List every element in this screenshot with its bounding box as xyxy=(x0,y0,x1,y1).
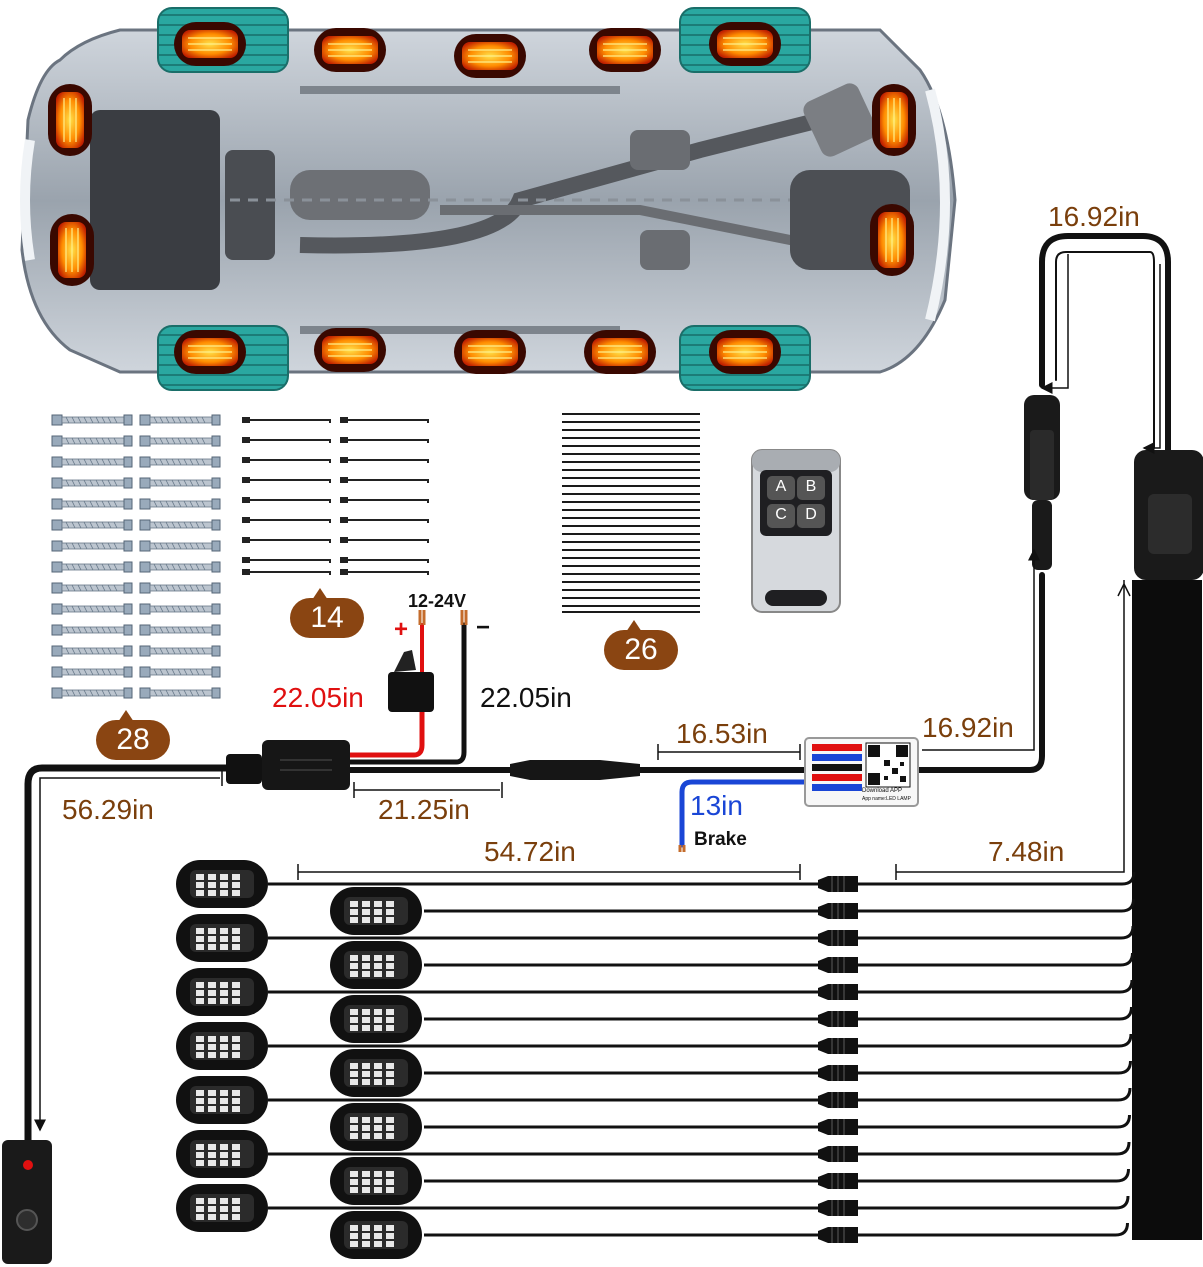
controller-app-name-text: App name:LED LAMP xyxy=(862,796,911,802)
controller-box xyxy=(804,737,919,807)
fuse-holder xyxy=(388,650,434,712)
drop-length-label: 7.48in xyxy=(988,836,1065,867)
car-underside xyxy=(20,7,957,391)
rock-light-pod xyxy=(330,1103,422,1151)
branch-plug xyxy=(817,929,859,947)
branch-cable xyxy=(424,898,1135,913)
branch-plug xyxy=(817,875,859,893)
branch-plug xyxy=(817,983,859,1001)
remote-button-c: C xyxy=(775,506,787,523)
branch-cable xyxy=(268,1141,1131,1156)
harness-length-label: 21.25in xyxy=(378,794,470,825)
branch-plug xyxy=(817,1145,859,1163)
rock-light-pod xyxy=(330,1049,422,1097)
branch-cable xyxy=(268,871,1136,886)
branch-wires xyxy=(268,871,1136,1244)
splitter-bundle xyxy=(1132,450,1203,1240)
rock-light-pod xyxy=(176,968,268,1016)
branch-cable xyxy=(424,1060,1132,1075)
branch-cable xyxy=(268,1033,1133,1048)
branch-cable xyxy=(424,1006,1133,1021)
top-loop-length-label: 16.92in xyxy=(1048,201,1140,232)
rock-light-pod xyxy=(176,1184,268,1232)
branch-cable xyxy=(268,925,1135,940)
rock-light-pod xyxy=(176,1076,268,1124)
dimension-lines xyxy=(34,254,1161,1132)
branch-plug xyxy=(817,1037,859,1055)
rock-light-pod xyxy=(330,941,422,989)
short-tie-count-badge: 14 xyxy=(290,588,364,638)
branch-plug xyxy=(817,956,859,974)
screw-set xyxy=(51,414,221,699)
light-pods xyxy=(176,860,422,1259)
voltage-label: 12-24V xyxy=(408,591,467,611)
branch-cable xyxy=(424,1168,1130,1183)
remote-control xyxy=(751,449,841,613)
rock-light-pod xyxy=(330,1211,422,1259)
rock-light-pod xyxy=(176,914,268,962)
long-cable-ties xyxy=(562,413,700,613)
branch-cable xyxy=(424,1222,1129,1237)
positive-wire-length-label: 22.05in xyxy=(272,682,364,713)
branch-length-label: 54.72in xyxy=(484,836,576,867)
branch-plug xyxy=(817,1118,859,1136)
extension-length-label: 16.53in xyxy=(676,718,768,749)
inline-connector xyxy=(1024,395,1060,570)
branch-plug xyxy=(817,902,859,920)
branch-cable xyxy=(424,1114,1131,1129)
extension-connector xyxy=(510,760,640,780)
rock-light-pod xyxy=(176,1022,268,1070)
rock-light-pod xyxy=(330,887,422,935)
remote-button-a: A xyxy=(775,478,787,495)
long-tie-count-badge: 26 xyxy=(604,620,678,670)
branch-cable xyxy=(268,979,1134,994)
branch-plug xyxy=(817,1226,859,1244)
brake-wire-length-label: 13in xyxy=(690,790,743,821)
branch-plug xyxy=(817,1010,859,1028)
negative-wire-length-label: 22.05in xyxy=(480,682,572,713)
switch-cable-length-label: 56.29in xyxy=(62,794,154,825)
controller-download-text: Download APP xyxy=(862,788,903,794)
wire-tips xyxy=(418,610,686,852)
remote-button-b: B xyxy=(805,478,817,495)
rock-light-pod xyxy=(330,995,422,1043)
branch-plug xyxy=(817,1172,859,1190)
rock-light-pod xyxy=(176,1130,268,1178)
rock-light-pod xyxy=(176,860,268,908)
branch-cable xyxy=(268,1195,1130,1210)
power-switch xyxy=(2,1140,52,1264)
branch-cable xyxy=(268,1087,1132,1102)
branch-plug xyxy=(817,1064,859,1082)
harness-connector xyxy=(226,740,350,790)
rock-light-pod xyxy=(330,1157,422,1205)
remote-button-d: D xyxy=(805,506,817,523)
branch-cable xyxy=(424,952,1134,967)
negative-sign: − xyxy=(476,614,491,641)
controller-output-length-label: 16.92in xyxy=(922,712,1014,743)
positive-sign: + xyxy=(394,616,409,643)
screw-count-badge: 28 xyxy=(96,710,170,760)
branch-plug xyxy=(817,1091,859,1109)
short-cable-ties xyxy=(241,416,429,576)
branch-plug xyxy=(817,1199,859,1217)
brake-label: Brake xyxy=(694,829,747,850)
